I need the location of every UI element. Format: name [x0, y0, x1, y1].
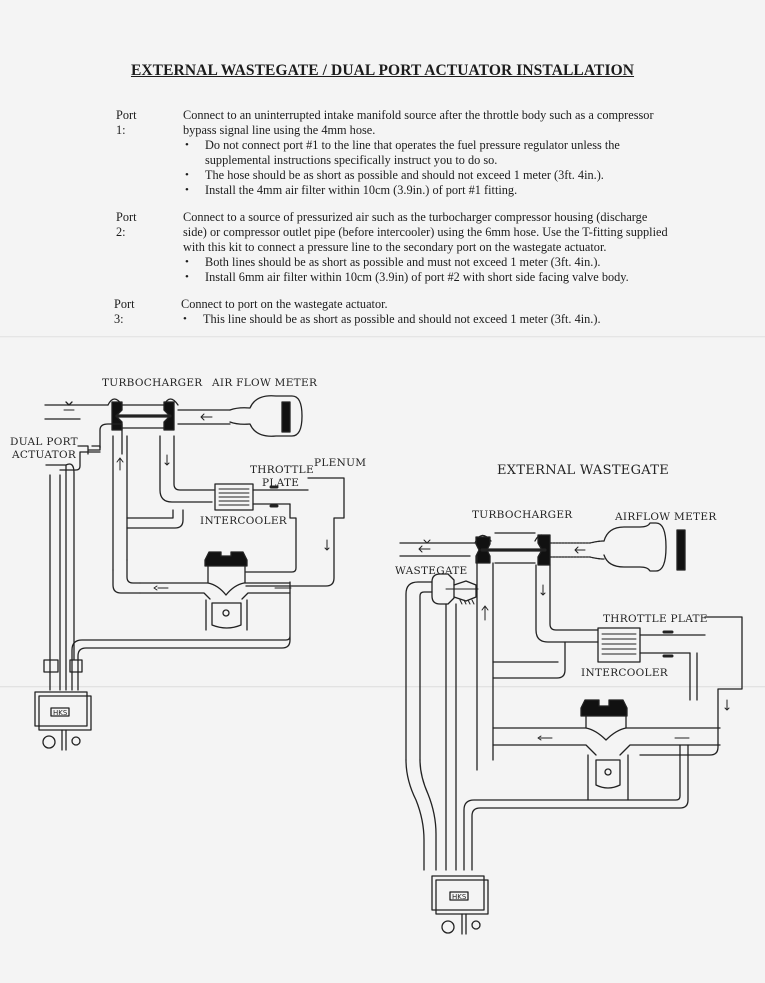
- port-label: Port 3:: [114, 297, 135, 326]
- hks-logo: HKS: [452, 893, 467, 901]
- label-dual-port: DUAL PORT: [10, 436, 78, 448]
- bullet-text: Do not connect port #1 to the line that …: [205, 138, 620, 152]
- document-title: EXTERNAL WASTEGATE / DUAL PORT ACTUATOR …: [130, 62, 635, 79]
- label-plate: PLATE: [262, 477, 299, 489]
- bullet-text: Install the 4mm air filter within 10cm (…: [205, 183, 518, 197]
- throttle-pipe: [252, 489, 309, 505]
- label-intercooler: INTERCOOLER: [581, 667, 669, 679]
- bypass-pipe: [99, 423, 123, 455]
- airflow-meter: [603, 522, 686, 572]
- pressure-line: [71, 581, 291, 691]
- flow-arrow-up-icon: [481, 605, 489, 621]
- diagram-heading: EXTERNAL WASTEGATE: [497, 463, 669, 478]
- port-description-line: Connect to port on the wastegate actuato…: [181, 297, 388, 311]
- flow-arrow-left-icon: [153, 585, 169, 591]
- label-turbocharger: TURBOCHARGER: [472, 509, 573, 521]
- turbocharger: [107, 398, 231, 431]
- port-label: Port 2:: [116, 210, 137, 239]
- air-flow-meter: [229, 395, 303, 437]
- turbine-inlet-pipe: [476, 555, 494, 771]
- engine-cylinder: [492, 699, 721, 801]
- label-wastegate: WASTEGATE: [395, 565, 467, 577]
- label-airflow-meter: AIRFLOW METER: [614, 511, 717, 523]
- bullet-item: This line should be as short as possible…: [183, 312, 681, 327]
- engine-cylinder: [139, 551, 292, 631]
- paper-fold-line: [0, 336, 765, 338]
- bullet-text: Both lines should be as short as possibl…: [205, 255, 601, 269]
- pressure-line: [463, 744, 689, 871]
- intercooler: [597, 627, 641, 663]
- bullet-text: This line should be as short as possible…: [203, 312, 601, 326]
- hks-controller: HKS: [34, 691, 92, 751]
- port-description-line: Connect to an uninterrupted intake manif…: [183, 108, 654, 122]
- label-air-flow-meter: AIR FLOW METER: [211, 377, 318, 389]
- left-diagram: TURBOCHARGER AIR FLOW METER DUAL PORT AC…: [10, 377, 366, 751]
- port-label: Port 1:: [116, 108, 137, 137]
- bullet-item: Install 6mm air filter within 10cm (3.9i…: [185, 270, 683, 285]
- port-description-line: Connect to a source of pressurized air s…: [183, 210, 648, 224]
- intercooler: [214, 483, 254, 511]
- label-intercooler: INTERCOOLER: [200, 515, 288, 527]
- turbocharger: [474, 532, 605, 566]
- label-turbocharger: TURBOCHARGER: [102, 377, 203, 389]
- bullet-item: The hose should be as short as possible …: [185, 168, 683, 183]
- port-description-line: bypass signal line using the 4mm hose.: [183, 123, 376, 137]
- label-actuator: ACTUATOR: [11, 449, 77, 461]
- bullet-text: Install 6mm air filter within 10cm (3.9i…: [205, 270, 629, 284]
- bullet-item: Do not connect port #1 to the line that …: [185, 138, 683, 168]
- flow-arrow-up-icon: [116, 457, 124, 471]
- label-throttle-plate: THROTTLE PLATE: [603, 613, 708, 625]
- label-throttle: THROTTLE: [250, 464, 314, 476]
- plenum: [245, 477, 345, 587]
- port-description-line: side) or compressor outlet pipe (before …: [183, 225, 668, 239]
- turbine-inlet-pipe: [112, 435, 128, 571]
- bullet-item: Install the 4mm air filter within 10cm (…: [185, 183, 683, 198]
- exhaust-outlet-pipe: [44, 401, 109, 420]
- right-diagram: EXTERNAL WASTEGATE TURBOCHARGER AIRFLOW …: [395, 463, 743, 935]
- exhaust-outlet-pipe: [399, 542, 476, 557]
- bullet-text: The hose should be as short as possible …: [205, 168, 604, 182]
- paper-fold-line: [0, 686, 765, 688]
- compressor-outlet-pipe: [159, 435, 215, 503]
- hks-logo: HKS: [53, 709, 68, 717]
- plenum: [639, 616, 743, 756]
- hks-controller: HKS: [431, 875, 489, 935]
- external-wastegate: [405, 573, 479, 871]
- bullet-text: supplemental instructions specifically i…: [205, 153, 498, 167]
- dual-port-actuator: [43, 445, 101, 691]
- label-plenum: PLENUM: [314, 457, 366, 469]
- port-description-line: with this kit to connect a pressure line…: [183, 240, 607, 254]
- compressor-outlet-pipe: [535, 564, 599, 643]
- bullet-item: Both lines should be as short as possibl…: [185, 255, 683, 270]
- flow-arrow-down-icon: [164, 454, 170, 466]
